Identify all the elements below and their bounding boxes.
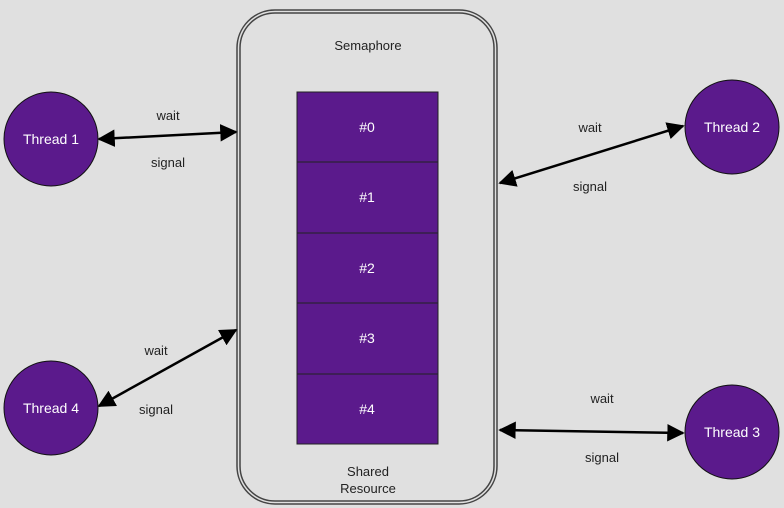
thread-1-node: Thread 1 [3,91,99,187]
shared-resource-label-line1: Shared [347,464,389,479]
slot-2 [296,232,439,304]
thread-2-wait-label: wait [577,120,602,135]
thread-3-label: Thread 3 [704,424,760,440]
semaphore-label: Semaphore [334,38,401,53]
thread-4-wait-label: wait [143,343,168,358]
thread-2-signal-label: signal [573,179,607,194]
thread-3-wait-label: wait [589,391,614,406]
thread-3-arrow [498,421,685,442]
thread-2-arrow [498,122,685,187]
slot-1-label: #1 [359,189,375,205]
slot-2-label: #2 [359,260,375,276]
slot-0 [296,91,439,163]
resource-slots: #0 #1 #2 #3 #4 [296,91,439,445]
thread-2-node: Thread 2 [684,79,780,175]
thread-4-arrow [97,328,238,408]
thread-4-signal-label: signal [139,402,173,417]
thread-4-label: Thread 4 [23,400,79,416]
shared-resource-label-line2: Resource [340,481,396,496]
slot-4 [296,373,439,445]
thread-1-wait-label: wait [155,108,180,123]
thread-1-signal-label: signal [151,155,185,170]
slot-4-label: #4 [359,401,375,417]
thread-3-signal-label: signal [585,450,619,465]
semaphore-container [236,9,498,505]
thread-1-label: Thread 1 [23,131,79,147]
slot-3-label: #3 [359,330,375,346]
slot-3 [296,302,439,375]
slot-0-label: #0 [359,119,375,135]
thread-2-label: Thread 2 [704,119,760,135]
thread-3-node: Thread 3 [684,384,780,480]
thread-4-node: Thread 4 [3,360,99,456]
thread-1-arrow [97,124,238,147]
